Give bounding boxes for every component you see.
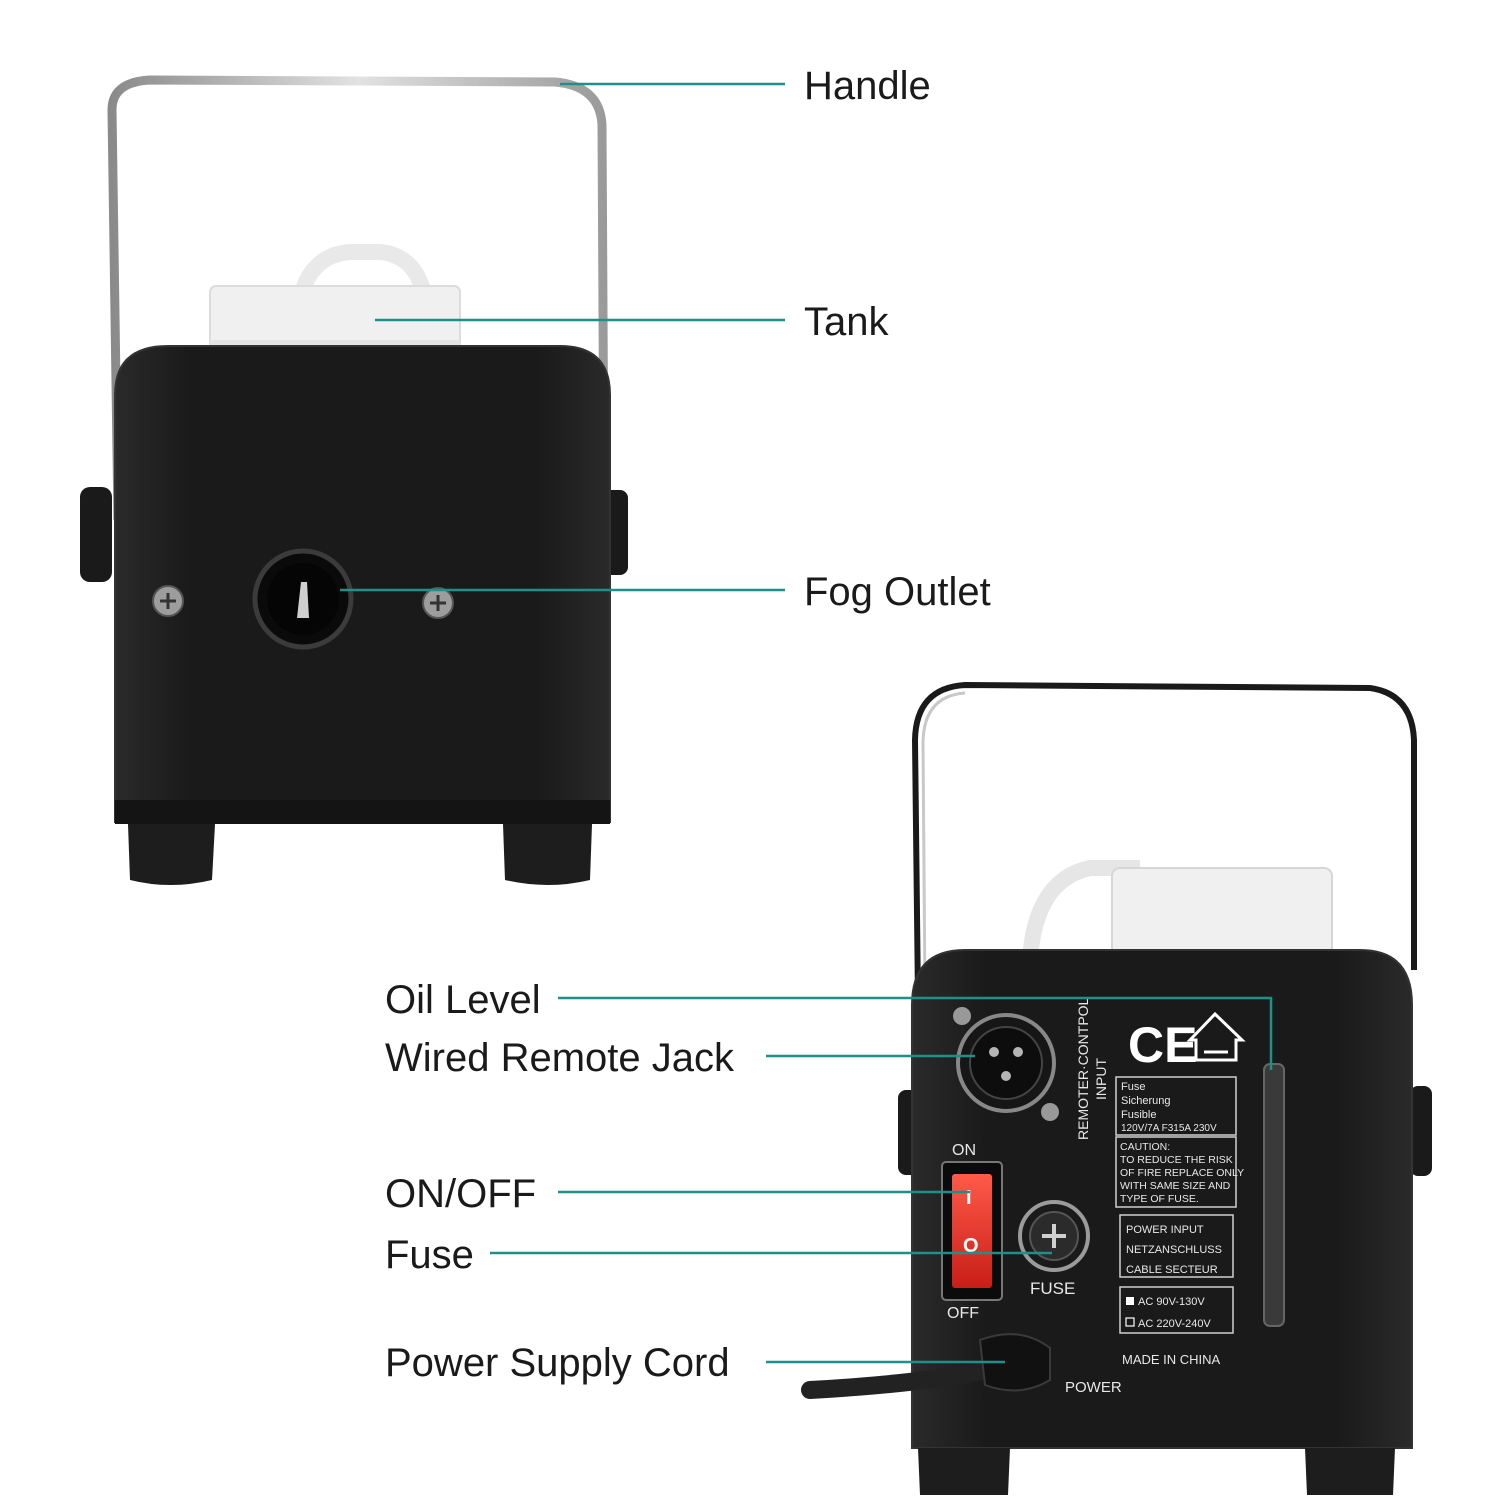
- screw-left: [152, 585, 184, 617]
- fuse-holder: [1018, 1200, 1090, 1272]
- fuse-panel-label: FUSE: [1030, 1279, 1075, 1298]
- callout-fog-outlet: Fog Outlet: [804, 570, 991, 614]
- fuse-info-box: [1115, 1076, 1237, 1136]
- foot-left: [128, 824, 215, 885]
- callout-wired-remote-jack: Wired Remote Jack: [385, 1036, 734, 1080]
- rear-unit: REMOTER·CONTPOL INPUT CE Fuse Sicherung …: [801, 682, 1432, 1495]
- callout-oil-level: Oil Level: [385, 978, 541, 1022]
- remote-control-label: REMOTER·CONTPOL: [1075, 997, 1091, 1140]
- power-input-line-0: POWER INPUT: [1126, 1224, 1204, 1236]
- xlr-remote-jack: [953, 1007, 1059, 1121]
- rear-tank-tube: [1022, 860, 1140, 961]
- handle-bar: [107, 75, 609, 521]
- switch-on-symbol: I: [966, 1187, 972, 1209]
- caution-line-2: OF FIRE REPLACE ONLY: [1120, 1167, 1244, 1179]
- front-body: [114, 345, 611, 823]
- power-cord-strain-relief: [978, 1333, 1051, 1392]
- switch-on-label: ON: [952, 1142, 976, 1159]
- fuse-info-line-3: 120V/7A F315A 230V: [1121, 1123, 1217, 1134]
- power-cord: [801, 1359, 1009, 1399]
- rear-tank-body: [1111, 867, 1333, 957]
- voltage-line-0: AC 90V-130V: [1138, 1296, 1205, 1308]
- indoor-use-icon: [1186, 1011, 1246, 1062]
- callout-on-off: ON/OFF: [385, 1172, 537, 1216]
- remote-input-label: INPUT: [1093, 1058, 1109, 1100]
- switch-off-symbol: O: [963, 1235, 979, 1257]
- power-input-box: [1119, 1214, 1234, 1278]
- made-in-label: MADE IN CHINA: [1122, 1352, 1221, 1367]
- fog-nozzle: [297, 582, 309, 618]
- power-input-line-1: NETZANSCHLUSS: [1126, 1244, 1222, 1256]
- ce-mark: CE: [1128, 1017, 1197, 1073]
- callout-fuse: Fuse: [385, 1233, 474, 1277]
- on-off-rocker-switch[interactable]: [952, 1174, 992, 1288]
- caution-line-1: TO REDUCE THE RISK: [1120, 1154, 1233, 1166]
- screw-right: [422, 587, 454, 619]
- leader-oil-level: [558, 996, 1273, 1070]
- voltage-box: [1119, 1286, 1234, 1334]
- foot-right: [503, 824, 592, 885]
- tank-tube: [292, 244, 433, 303]
- switch-off-label: OFF: [947, 1305, 979, 1322]
- fuse-info-line-2: Fusible: [1121, 1109, 1156, 1121]
- caution-box: [1115, 1136, 1237, 1208]
- callout-power-supply-cord: Power Supply Cord: [385, 1341, 730, 1385]
- voltage-line-1: AC 220V-240V: [1138, 1318, 1211, 1330]
- front-unit: [80, 75, 628, 885]
- power-panel-label: POWER: [1065, 1379, 1122, 1396]
- callout-handle: Handle: [804, 64, 931, 108]
- callout-tank: Tank: [804, 300, 889, 344]
- caution-line-4: TYPE OF FUSE.: [1120, 1193, 1199, 1205]
- rear-handle-bar: [912, 682, 1417, 1001]
- caution-line-3: WITH SAME SIZE AND: [1120, 1180, 1231, 1192]
- fuse-info-line-0: Fuse: [1121, 1081, 1145, 1093]
- oil-level-window: [1263, 1063, 1285, 1327]
- caution-line-0: CAUTION:: [1120, 1141, 1170, 1153]
- leader-lines: [340, 82, 1273, 1364]
- fuse-info-line-1: Sicherung: [1121, 1095, 1171, 1107]
- power-input-line-2: CABLE SECTEUR: [1126, 1264, 1218, 1276]
- side-knob-left: [80, 487, 112, 582]
